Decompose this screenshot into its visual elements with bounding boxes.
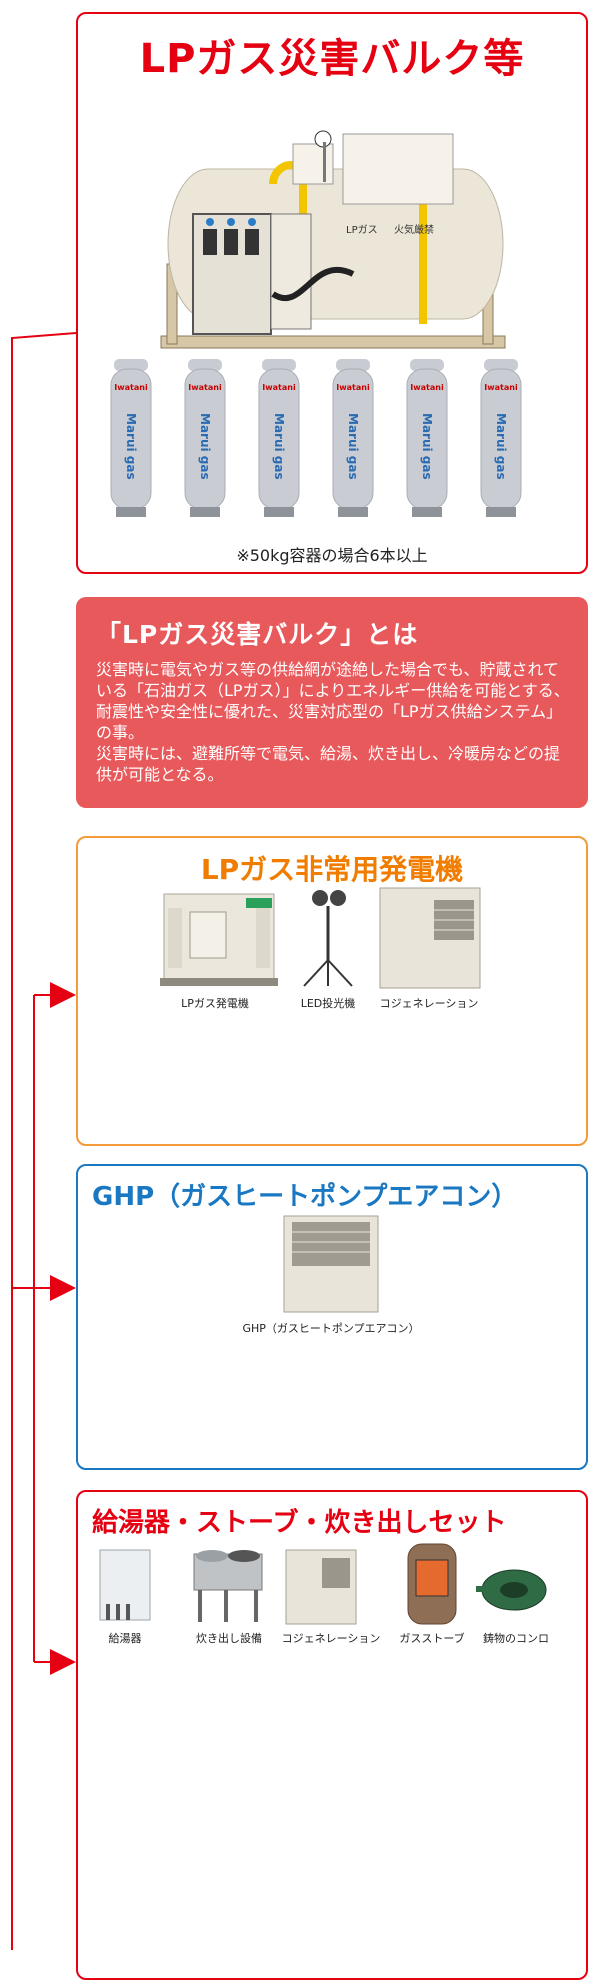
cogeneration-caption: コジェネレーション bbox=[379, 997, 479, 1010]
cylinder-note: ※50kg容器の場合6本以上 bbox=[236, 546, 428, 565]
cylinder-label: Marui gas bbox=[420, 413, 434, 480]
cooking-equipment-image bbox=[193, 1550, 263, 1622]
arrow-water bbox=[50, 1649, 76, 1675]
water-heater-image bbox=[99, 1549, 151, 1621]
cylinder: Iwatani Marui gas bbox=[254, 359, 304, 519]
water-panel: 給湯器・ストーブ・炊き出しセット 給湯器 炊き出し設備 コジェネレーション ガス… bbox=[76, 1490, 588, 1980]
bulk-tank-image bbox=[160, 130, 506, 349]
cylinder-label: Marui gas bbox=[198, 413, 212, 480]
cylinder: Iwatani Marui gas bbox=[328, 359, 378, 519]
info-body: 災害時に電気やガス等の供給網が途絶した場合でも、貯蔵されている「石油ガス（LPガ… bbox=[96, 660, 570, 784]
cast-iron-burner-caption: 鋳物のコンロ bbox=[483, 1632, 549, 1645]
bulk-panel: LPガス災害バルク等 LPガス 火気厳禁 Iwatani Marui gas bbox=[76, 12, 588, 574]
lp-generator-caption: LPガス発電機 bbox=[181, 997, 249, 1010]
cylinder-label: Marui gas bbox=[346, 413, 360, 480]
led-floodlight-image bbox=[303, 890, 353, 987]
ghp-title: GHP（ガスヒートポンプエアコン） bbox=[92, 1182, 518, 1212]
arrow-generator bbox=[50, 982, 76, 1008]
gas-stove-caption: ガスストーブ bbox=[399, 1632, 465, 1645]
cylinder: Iwatani Marui gas bbox=[476, 359, 526, 519]
cylinder-label: Marui gas bbox=[272, 413, 286, 480]
ghp-unit-image bbox=[283, 1215, 379, 1313]
water-heater-caption: 給湯器 bbox=[108, 1632, 142, 1645]
cylinder-brand: Iwatani bbox=[410, 383, 444, 392]
generator-title: LPガス非常用発電機 bbox=[200, 853, 464, 886]
arrow-ghp bbox=[50, 1275, 76, 1301]
cylinder-row: Iwatani Marui gas Iwatani Marui gas Iwat… bbox=[78, 359, 588, 524]
cylinder-brand: Iwatani bbox=[336, 383, 370, 392]
cylinder: Iwatani Marui gas bbox=[402, 359, 452, 519]
cylinder-brand: Iwatani bbox=[114, 383, 148, 392]
cylinder: Iwatani Marui gas bbox=[180, 359, 230, 519]
info-heading: 「LPガス災害バルク」とは bbox=[96, 620, 419, 649]
gas-stove-image bbox=[407, 1543, 457, 1625]
lp-generator-image bbox=[160, 893, 278, 986]
water-title: 給湯器・ストーブ・炊き出しセット bbox=[92, 1508, 507, 1538]
cogeneration-image bbox=[379, 887, 481, 989]
bulk-title: LPガス災害バルク等 bbox=[139, 36, 525, 82]
cylinder-brand: Iwatani bbox=[188, 383, 222, 392]
cast-iron-burner-image bbox=[476, 1569, 547, 1611]
cylinder-label: Marui gas bbox=[494, 413, 508, 480]
cylinder: Iwatani Marui gas bbox=[106, 359, 156, 519]
cylinder-brand: Iwatani bbox=[262, 383, 296, 392]
ghp-caption: GHP（ガスヒートポンプエアコン） bbox=[242, 1322, 420, 1335]
cylinder-label: Marui gas bbox=[124, 413, 138, 480]
tank-label-lpgas: LPガス bbox=[346, 225, 378, 236]
led-floodlight-caption: LED投光機 bbox=[300, 997, 356, 1010]
generator-panel: LPガス非常用発電機 LPガス発電機 LED投光機 コジェネレーション bbox=[76, 836, 588, 1146]
cylinder-brand: Iwatani bbox=[484, 383, 518, 392]
tank-label-no-fire: 火気厳禁 bbox=[394, 225, 434, 236]
cogeneration-small-image bbox=[285, 1549, 357, 1625]
info-box: 「LPガス災害バルク」とは 災害時に電気やガス等の供給網が途絶した場合でも、貯蔵… bbox=[76, 597, 588, 808]
cooking-equipment-caption: 炊き出し設備 bbox=[196, 1632, 262, 1645]
cogeneration-caption-2: コジェネレーション bbox=[281, 1632, 381, 1645]
ghp-panel: GHP（ガスヒートポンプエアコン） GHP（ガスヒートポンプエアコン） bbox=[76, 1164, 588, 1470]
